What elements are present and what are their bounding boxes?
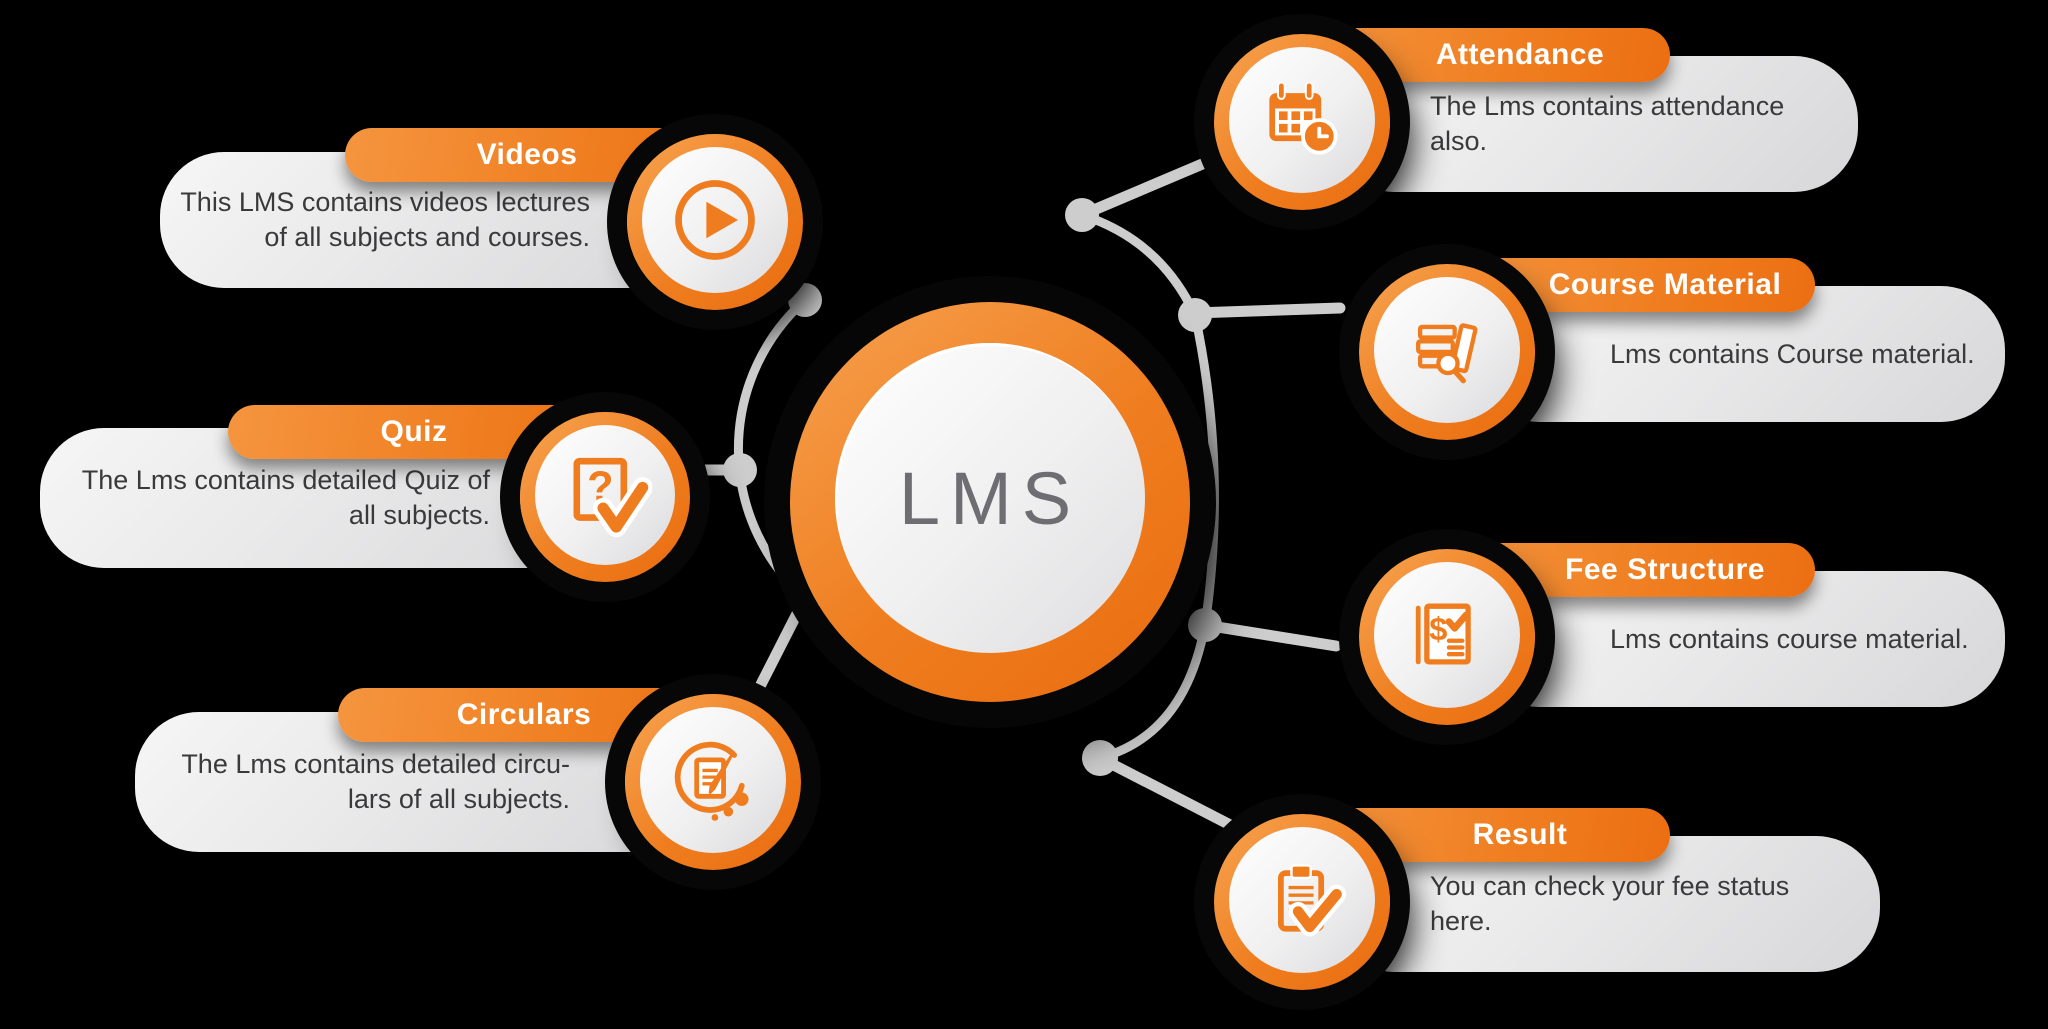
right-arc (1080, 210, 1219, 763)
course-material-icon-circle (1359, 264, 1535, 440)
attendance-icon-circle (1214, 34, 1390, 210)
result-description-line: You can check your fee status (1430, 871, 1790, 901)
course-material-link (1189, 302, 1346, 319)
attendance-description-line: The Lms contains attendance (1430, 91, 1785, 121)
fee-structure-icon-circle: $ (1359, 549, 1535, 725)
videos-title: Videos (476, 138, 578, 171)
fee-invoice-icon: $ (1415, 603, 1471, 665)
attendance-link (1076, 148, 1232, 221)
calendar-clock-icon (1269, 81, 1338, 155)
svg-text:$: $ (1429, 610, 1447, 647)
circulars-title: Circulars (456, 698, 592, 731)
lms-label: LMS (898, 456, 1082, 540)
videos-description-line: of all subjects and courses. (264, 222, 590, 252)
result-link (1094, 752, 1246, 836)
result-icon-circle (1214, 814, 1390, 990)
attendance-title: Attendance (1435, 38, 1605, 71)
circulars-link (744, 592, 811, 712)
books-search-icon (1416, 323, 1478, 384)
circulars-description-line: The Lms contains detailed circu- (181, 749, 570, 779)
course-material-description-line: Lms contains Course material. (1610, 338, 1975, 369)
circulars-description-line: lars of all subjects. (347, 784, 570, 814)
quiz-description-line: The Lms contains detailed Quiz of (81, 465, 490, 495)
lms-center-circle: LMS (790, 302, 1190, 702)
result-title: Result (1472, 818, 1568, 851)
circulars-icon-circle (625, 694, 801, 870)
play-icon (675, 180, 755, 260)
quiz-title: Quiz (380, 415, 448, 448)
connector-nodes (723, 198, 1222, 776)
left-arc (733, 296, 809, 602)
videos-description-line: This LMS contains videos lectures (180, 187, 590, 217)
fee-structure-title: Fee Structure (1565, 553, 1765, 586)
quiz-icon-circle: ? (520, 412, 690, 582)
result-clipboard-icon (1278, 864, 1347, 937)
attendance-description-line: also. (1430, 126, 1488, 156)
result-description-line: here. (1430, 906, 1492, 936)
circular-note-icon (674, 741, 749, 821)
course-material-title: Course Material (1548, 268, 1782, 301)
fee-structure-link (1199, 619, 1342, 652)
quiz-check-icon: ? (573, 457, 652, 538)
videos-icon-circle (627, 134, 803, 310)
fee-structure-description-line: Lms contains course material. (1610, 623, 1969, 654)
quiz-description-line: all subjects. (348, 500, 490, 530)
